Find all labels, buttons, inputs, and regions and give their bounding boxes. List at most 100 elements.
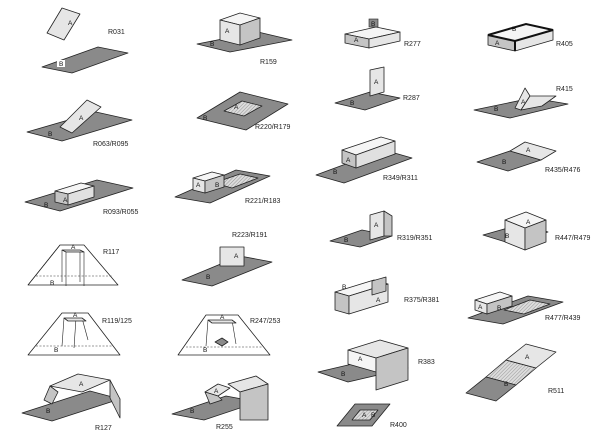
code-r255: R255: [216, 424, 233, 431]
code-r349: R349/R311: [383, 175, 418, 182]
code-r477: R477/R439: [545, 315, 581, 322]
figure-r375: B A R375/R381: [335, 277, 440, 314]
label-a: A: [196, 182, 201, 189]
label-b: B: [350, 100, 354, 107]
label-a: A: [73, 312, 78, 319]
label-a: A: [63, 197, 68, 204]
figure-r159: A B R159: [197, 13, 292, 66]
label-b: B: [494, 106, 498, 113]
code-r159: R159: [260, 59, 277, 66]
label-a: A: [79, 381, 84, 388]
code-r383: R383: [418, 359, 435, 366]
plate-a: [47, 8, 80, 40]
code-r319: R319/R351: [397, 235, 433, 242]
label-b: B: [44, 202, 48, 209]
label-a: A: [214, 388, 219, 395]
label-b: B: [190, 408, 194, 415]
label-b: B: [342, 284, 346, 291]
label-b: B: [48, 131, 52, 138]
figure-r477: A B R477/R439: [468, 292, 581, 324]
code-r375: R375/R381: [404, 297, 440, 304]
plate-b: [22, 391, 120, 421]
code-r247: R247/253: [250, 318, 280, 325]
figure-r511: A B R511: [466, 344, 564, 401]
plate-a: [220, 247, 244, 266]
label-b: B: [46, 408, 50, 415]
label-b: B: [341, 371, 345, 378]
code-r093: R093/R055: [103, 209, 139, 216]
code-r119: R119/125: [102, 318, 132, 325]
figure-r400: A B R400: [337, 404, 407, 429]
label-b: B: [203, 115, 207, 122]
label-b: B: [512, 26, 516, 33]
label-a: A: [362, 412, 367, 419]
figure-r405: A B R405: [488, 24, 573, 51]
label-a: A: [358, 356, 363, 363]
label-b: B: [502, 159, 506, 166]
code-r287: R287: [403, 95, 420, 102]
code-r031: R031: [108, 29, 125, 36]
label-a: A: [234, 104, 239, 111]
figure-r383: A B R383: [318, 340, 435, 390]
figure-r415: A B R415: [474, 86, 573, 118]
label-b: B: [333, 169, 337, 176]
label-b: B: [505, 233, 509, 240]
label-b: B: [59, 61, 63, 68]
figure-r277: A B R277: [345, 19, 421, 48]
figure-r093: A B R093/R055: [25, 180, 139, 216]
label-b: B: [203, 347, 207, 354]
label-a: A: [79, 115, 84, 122]
code-r400: R400: [390, 422, 407, 429]
plate-b: [42, 47, 128, 73]
label-b: B: [50, 280, 54, 287]
label-a: A: [225, 28, 230, 35]
figure-r119: A B R119/125: [28, 312, 132, 355]
label-a: A: [374, 222, 379, 229]
figure-r247: A B R247/253: [178, 314, 280, 355]
figure-r220: A B R220/R179: [197, 92, 291, 131]
figure-r221: A B R221/R183: [175, 170, 281, 205]
code-r117: R117: [103, 249, 119, 256]
figure-r287: A B R287: [335, 67, 420, 110]
label-a: A: [478, 304, 483, 311]
label-b: B: [344, 237, 348, 244]
label-a: A: [71, 244, 76, 251]
figure-r349: A B R349/R311: [316, 137, 418, 183]
label-a: A: [521, 99, 526, 106]
label-b: B: [210, 41, 214, 48]
figure-r063: A B R063/R095: [27, 100, 132, 148]
code-r221: R221/R183: [245, 198, 281, 205]
code-r063: R063/R095: [93, 141, 129, 148]
label-a: A: [68, 20, 73, 27]
code-r277: R277: [404, 41, 421, 48]
label-b: B: [206, 274, 210, 281]
code-r223: R223/R191: [232, 232, 268, 239]
plate-b: [335, 92, 400, 110]
label-a: A: [376, 297, 381, 304]
figure-r255: A B R255: [172, 376, 268, 431]
label-a: A: [526, 147, 531, 154]
code-r127: R127: [95, 425, 112, 432]
figure-r447: A B R447/R479: [483, 212, 591, 250]
code-r405: R405: [556, 41, 573, 48]
label-a: A: [495, 40, 500, 47]
code-r220: R220/R179: [255, 124, 291, 131]
label-a: A: [346, 157, 351, 164]
code-r415: R415: [556, 86, 573, 93]
figure-r435: A B R435/R476: [477, 142, 581, 174]
code-r435: R435/R476: [545, 167, 581, 174]
label-b: B: [497, 305, 501, 312]
label-a: A: [234, 253, 239, 260]
figure-r223: A B R223/R191: [182, 232, 272, 286]
label-a: A: [526, 219, 531, 226]
figure-r117: A B R117: [28, 244, 119, 287]
label-b: B: [371, 21, 375, 28]
figure-r127: A B R127: [22, 374, 120, 432]
label-b: B: [504, 381, 508, 388]
figure-r031: A B R031: [42, 8, 128, 73]
label-a: A: [374, 79, 379, 86]
code-r511: R511: [548, 388, 564, 395]
label-a: A: [354, 37, 359, 44]
label-b: B: [54, 347, 58, 354]
